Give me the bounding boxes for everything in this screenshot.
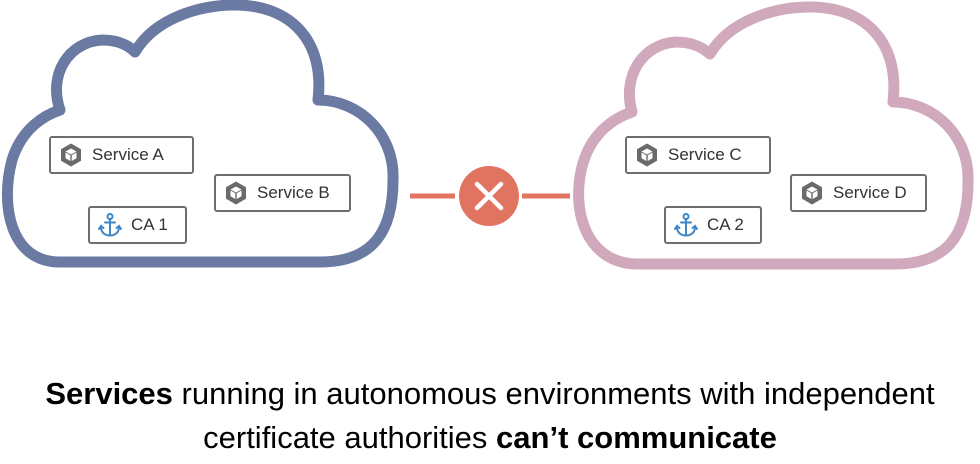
service-c-label: Service C bbox=[668, 145, 742, 164]
cube-icon bbox=[226, 181, 246, 205]
caption-bold-end: can’t communicate bbox=[496, 420, 777, 455]
ca-2-label: CA 2 bbox=[707, 215, 744, 234]
cube-icon bbox=[61, 143, 81, 167]
service-c-node: Service C bbox=[625, 136, 771, 174]
cube-icon bbox=[637, 143, 657, 167]
service-a-label: Service A bbox=[92, 145, 164, 164]
service-d-label: Service D bbox=[833, 183, 907, 202]
service-b-label: Service B bbox=[257, 183, 330, 202]
anchor-icon bbox=[98, 213, 122, 237]
caption: Services running in autonomous environme… bbox=[0, 372, 980, 460]
right-cloud-shape bbox=[573, 1, 974, 270]
ca-1-label: CA 1 bbox=[131, 215, 168, 234]
ca-1-node: CA 1 bbox=[88, 206, 187, 244]
x-icon bbox=[459, 166, 519, 226]
caption-middle: running in autonomous environments with … bbox=[172, 376, 935, 455]
anchor-icon bbox=[674, 213, 698, 237]
service-a-node: Service A bbox=[49, 136, 194, 174]
diagram-canvas bbox=[1, 0, 974, 270]
caption-bold-start: Services bbox=[45, 376, 173, 411]
service-d-node: Service D bbox=[790, 174, 927, 212]
left-cloud-shape bbox=[1, 0, 399, 268]
ca-2-node: CA 2 bbox=[664, 206, 762, 244]
service-b-node: Service B bbox=[214, 174, 351, 212]
cube-icon bbox=[802, 181, 822, 205]
